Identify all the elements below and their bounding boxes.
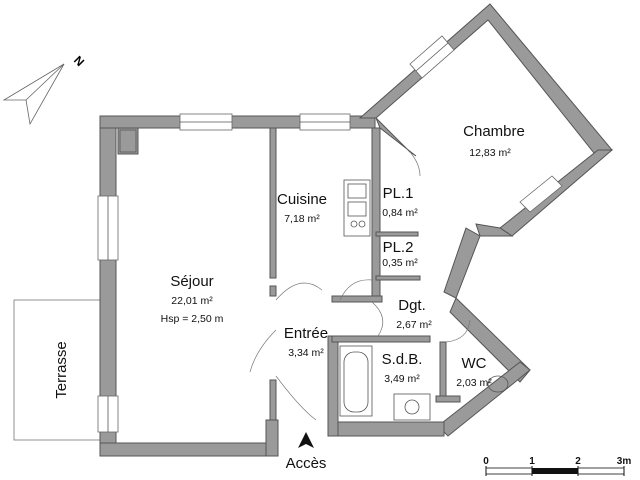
door-swings xyxy=(249,151,471,421)
room-name-terrasse: Terrasse xyxy=(53,341,70,399)
windows xyxy=(97,35,563,433)
compass-label: N xyxy=(71,53,87,69)
room-area-pl2: 0,35 m² xyxy=(382,257,418,269)
scale-tick-2: 2 xyxy=(575,456,581,467)
room-name-pl2: PL.2 xyxy=(383,239,414,256)
room-name-dgt: Dgt. xyxy=(398,297,426,314)
room-height-sejour: Hsp = 2,50 m xyxy=(161,313,224,325)
scale-tick-1: 1 xyxy=(529,456,535,467)
room-area-wc: 2,03 m² xyxy=(456,377,492,389)
room-name-wc: WC xyxy=(462,355,487,372)
room-area-chambre: 12,83 m² xyxy=(469,147,511,159)
room-name-chambre: Chambre xyxy=(463,123,525,140)
room-name-pl1: PL.1 xyxy=(383,185,414,202)
terrasse-area xyxy=(13,299,101,441)
scale-bar: 0 1 2 3m xyxy=(483,456,631,476)
north-arrow-icon: N xyxy=(2,53,87,126)
scale-tick-3: 3m xyxy=(617,456,632,467)
room-area-sejour: 22,01 m² xyxy=(171,295,213,307)
kitchen-fixtures xyxy=(343,179,371,237)
bathroom-fixtures xyxy=(339,345,509,421)
room-area-dgt: 2,67 m² xyxy=(396,319,432,331)
room-area-cuisine: 7,18 m² xyxy=(284,213,320,225)
room-name-sejour: Séjour xyxy=(170,273,213,290)
room-area-pl1: 0,84 m² xyxy=(382,207,418,219)
room-name-sdb: S.d.B. xyxy=(382,351,423,368)
room-name-entree: Entrée xyxy=(284,325,328,342)
entrance-label: Accès xyxy=(286,455,327,472)
room-area-sdb: 3,49 m² xyxy=(384,373,420,385)
room-area-entree: 3,34 m² xyxy=(288,347,324,359)
room-name-cuisine: Cuisine xyxy=(277,191,327,208)
entrance-arrow-icon xyxy=(298,432,314,448)
walls xyxy=(99,3,614,457)
scale-tick-0: 0 xyxy=(483,456,489,467)
